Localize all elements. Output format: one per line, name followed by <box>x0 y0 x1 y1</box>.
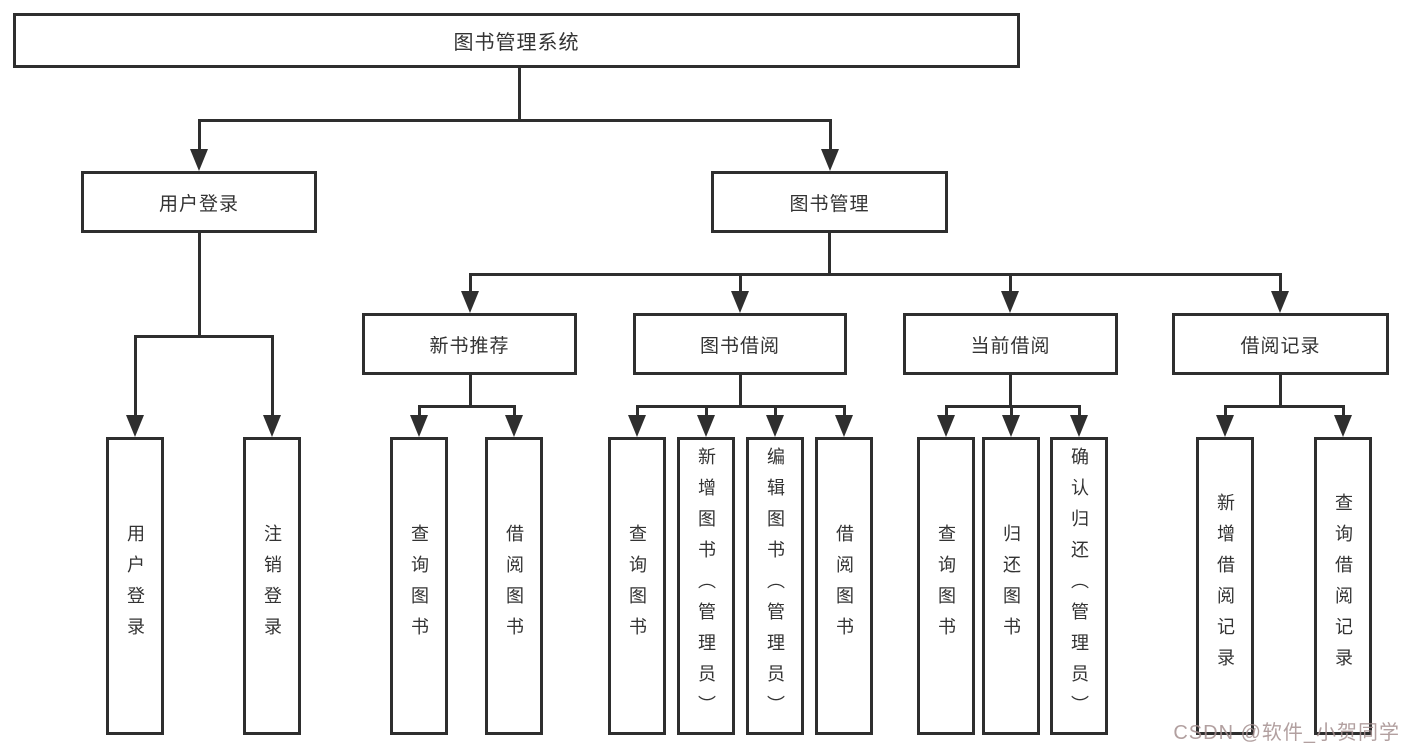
leaf-logout: 注销登录 <box>243 437 301 735</box>
leaf-label: 用户登录 <box>125 524 145 648</box>
arrow-down-icon <box>731 275 749 313</box>
leaf-label: 查询图书 <box>409 524 429 648</box>
node-borrow-record: 借阅记录 <box>1172 313 1389 375</box>
leaf-label: 查询图书 <box>936 524 956 648</box>
node-current-borrow: 当前借阅 <box>903 313 1118 375</box>
arrow-down-icon <box>190 121 208 171</box>
leaf-borrow-book-recommend: 借阅图书 <box>485 437 543 735</box>
leaf-label: 归还图书 <box>1001 524 1021 648</box>
connector-new-book-stem <box>469 375 472 408</box>
arrow-down-icon <box>410 407 428 437</box>
leaf-query-book-borrow: 查询图书 <box>608 437 666 735</box>
node-label: 新书推荐 <box>429 335 510 357</box>
leaf-user-login: 用户登录 <box>106 437 164 735</box>
csdn-watermark: CSDN @软件_小贺同学 <box>1173 722 1400 744</box>
arrow-down-icon <box>766 407 784 437</box>
leaf-edit-book-admin: 编辑图书（管理员） <box>746 437 804 735</box>
arrow-down-icon <box>505 407 523 437</box>
arrow-down-icon <box>263 337 281 437</box>
leaf-label: 借阅图书 <box>834 524 854 648</box>
arrow-down-icon <box>937 407 955 437</box>
connector-root-rail <box>198 119 832 122</box>
arrow-down-icon <box>697 407 715 437</box>
leaf-borrow-book: 借阅图书 <box>815 437 873 735</box>
connector-book-borrow-stem <box>739 375 742 408</box>
arrow-down-icon <box>1334 407 1352 437</box>
node-book-borrow: 图书借阅 <box>633 313 847 375</box>
leaf-query-borrow-record: 查询借阅记录 <box>1314 437 1372 735</box>
leaf-label: 注销登录 <box>262 524 282 648</box>
connector-current-borrow-stem <box>1009 375 1012 408</box>
arrow-down-icon <box>1001 275 1019 313</box>
leaf-return-book: 归还图书 <box>982 437 1040 735</box>
arrow-down-icon <box>1070 407 1088 437</box>
connector-root-stem <box>518 68 521 121</box>
leaf-add-book-admin: 新增图书（管理员） <box>677 437 735 735</box>
arrow-down-icon <box>628 407 646 437</box>
node-label: 用户登录 <box>158 193 239 215</box>
leaf-add-borrow-record: 新增借阅记录 <box>1196 437 1254 735</box>
leaf-label: 查询图书 <box>627 524 647 648</box>
arrow-down-icon <box>126 337 144 437</box>
node-label: 当前借阅 <box>970 335 1051 357</box>
node-label: 图书借阅 <box>699 335 780 357</box>
arrow-down-icon <box>821 121 839 171</box>
node-new-book-recommend: 新书推荐 <box>362 313 577 375</box>
leaf-query-book-recommend: 查询图书 <box>390 437 448 735</box>
connector-borrow-record-rail <box>1224 405 1345 408</box>
arrow-down-icon <box>835 407 853 437</box>
arrow-down-icon <box>1002 407 1020 437</box>
arrow-down-icon <box>1271 275 1289 313</box>
connector-current-borrow-rail <box>945 405 1081 408</box>
leaf-label: 查询借阅记录 <box>1333 493 1353 679</box>
leaf-label: 确认归还（管理员） <box>1069 446 1089 726</box>
node-user-login: 用户登录 <box>81 171 317 233</box>
leaf-label: 新增借阅记录 <box>1215 493 1235 679</box>
leaf-query-book-current: 查询图书 <box>917 437 975 735</box>
connector-user-login-stem <box>198 233 201 338</box>
connector-user-login-rail <box>134 335 274 338</box>
node-label: 图书管理系统 <box>453 32 580 54</box>
connector-new-book-rail <box>418 405 516 408</box>
node-label: 图书管理 <box>789 193 870 215</box>
arrow-down-icon <box>461 275 479 313</box>
connector-borrow-record-stem <box>1279 375 1282 408</box>
leaf-label: 编辑图书（管理员） <box>765 446 785 726</box>
leaf-label: 借阅图书 <box>504 524 524 648</box>
connector-book-mgmt-rail <box>469 273 1282 276</box>
leaf-confirm-return-admin: 确认归还（管理员） <box>1050 437 1108 735</box>
arrow-down-icon <box>1216 407 1234 437</box>
node-label: 借阅记录 <box>1240 335 1321 357</box>
connector-book-borrow-rail <box>636 405 846 408</box>
connector-book-mgmt-stem <box>828 233 831 276</box>
node-book-management: 图书管理 <box>711 171 948 233</box>
node-root-system: 图书管理系统 <box>13 13 1020 68</box>
leaf-label: 新增图书（管理员） <box>696 446 716 726</box>
